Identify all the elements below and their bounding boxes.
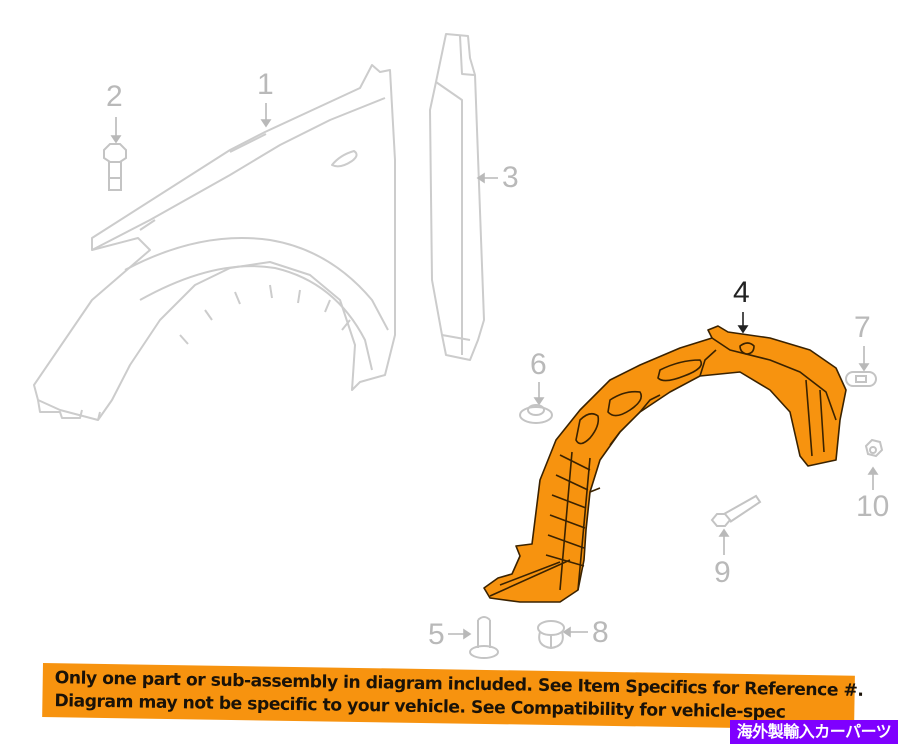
callout-10: 10 <box>856 490 890 523</box>
fender-drawing <box>33 64 396 421</box>
callout-6: 6 <box>530 348 547 381</box>
import-parts-badge: 海外製輸入カーパーツ <box>730 720 898 744</box>
callout-7: 7 <box>854 311 871 344</box>
callout-1: 1 <box>257 68 274 101</box>
bolt-2-drawing <box>103 143 127 191</box>
callout-8: 8 <box>592 616 609 649</box>
callout-3: 3 <box>502 161 519 194</box>
fender-liner-drawing <box>483 325 847 603</box>
callout-2: 2 <box>106 80 123 113</box>
callout-9: 9 <box>714 556 731 589</box>
callout-arrow-4 <box>737 312 749 334</box>
hardware-drawings <box>469 371 884 659</box>
callout-5: 5 <box>428 618 445 651</box>
trim-strip-drawing <box>429 33 485 361</box>
callout-arrows <box>110 103 879 640</box>
callout-4: 4 <box>733 276 750 309</box>
